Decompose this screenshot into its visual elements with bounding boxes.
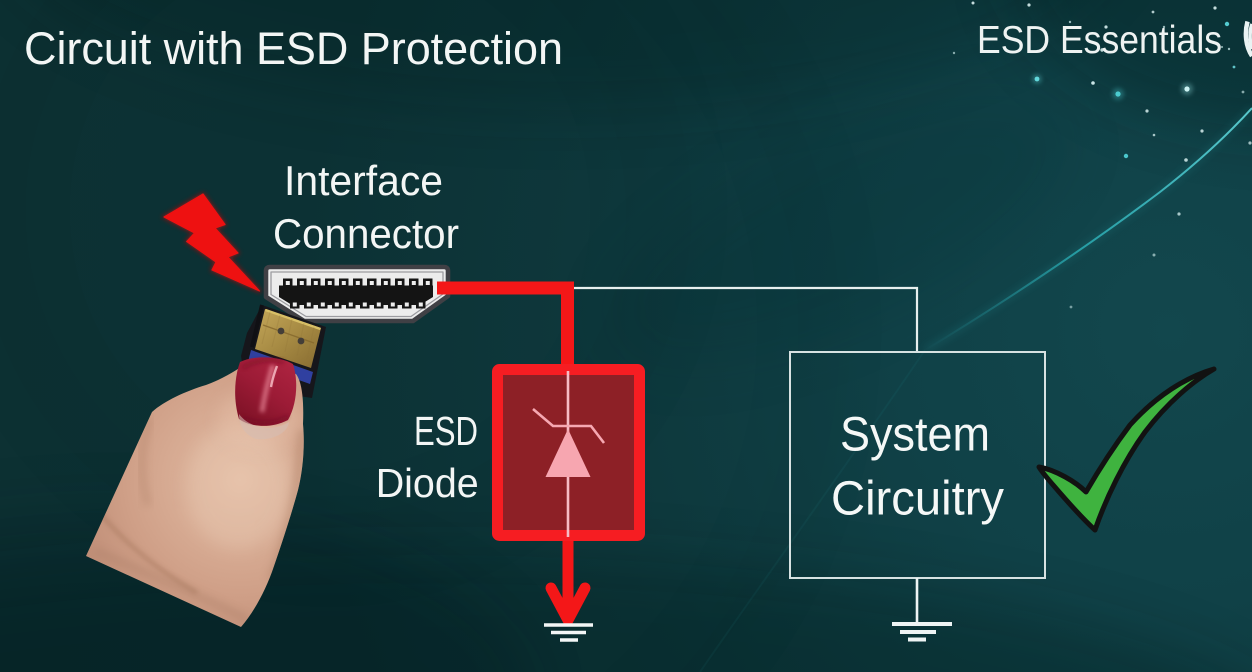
svg-text:ESD: ESD: [414, 408, 478, 454]
svg-text:Circuit with ESD Protection: Circuit with ESD Protection: [24, 23, 563, 74]
svg-text:Diode: Diode: [376, 460, 479, 506]
svg-text:Circuitry: Circuitry: [831, 473, 1004, 526]
svg-text:System: System: [840, 409, 990, 462]
svg-text:Connector: Connector: [273, 210, 459, 257]
svg-text:Interface: Interface: [284, 157, 443, 204]
svg-text:ESD Essentials: ESD Essentials: [977, 19, 1222, 62]
